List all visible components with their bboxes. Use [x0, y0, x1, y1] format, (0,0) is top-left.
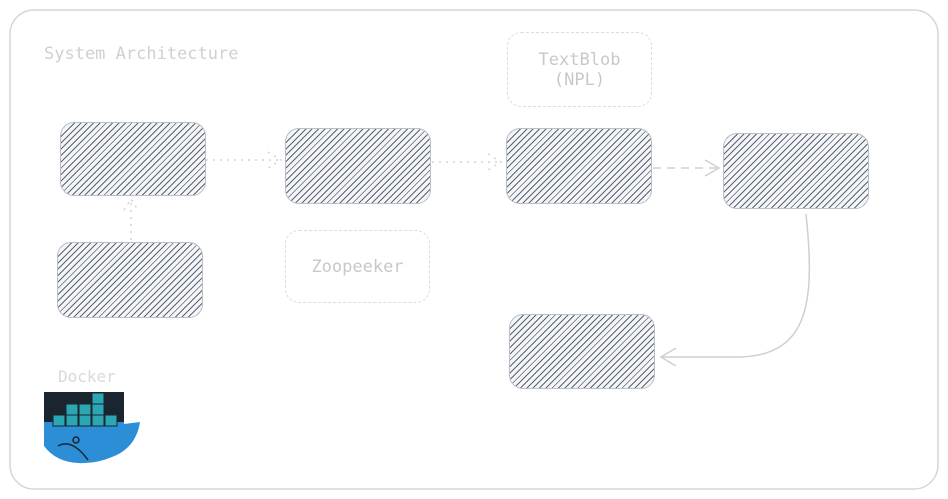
- edge-n4-n6: [659, 213, 811, 367]
- docker-logo-icon: [44, 392, 140, 464]
- zoopeeker-label: Zoopeeker: [311, 256, 404, 277]
- edge-n3-n4: [653, 159, 721, 177]
- node-1[interactable]: [60, 122, 206, 196]
- zoopeeker-annotation: Zoopeeker: [285, 230, 430, 303]
- outer-frame: [9, 9, 939, 490]
- textblob-line2: (NPL): [553, 69, 606, 90]
- textblob-line1: TextBlob: [538, 49, 621, 70]
- edge-n2-n3: [432, 153, 503, 171]
- diagram-title: System Architecture: [44, 44, 239, 64]
- edge-n1-n2: [206, 151, 283, 169]
- edge-n5-n1: [123, 197, 139, 240]
- node-6[interactable]: [509, 314, 655, 389]
- node-4[interactable]: [723, 133, 869, 209]
- textblob-annotation: TextBlob (NPL): [507, 32, 652, 107]
- node-3[interactable]: [506, 128, 652, 204]
- docker-label: Docker: [58, 367, 116, 386]
- node-5[interactable]: [57, 242, 203, 318]
- node-2[interactable]: [285, 128, 431, 204]
